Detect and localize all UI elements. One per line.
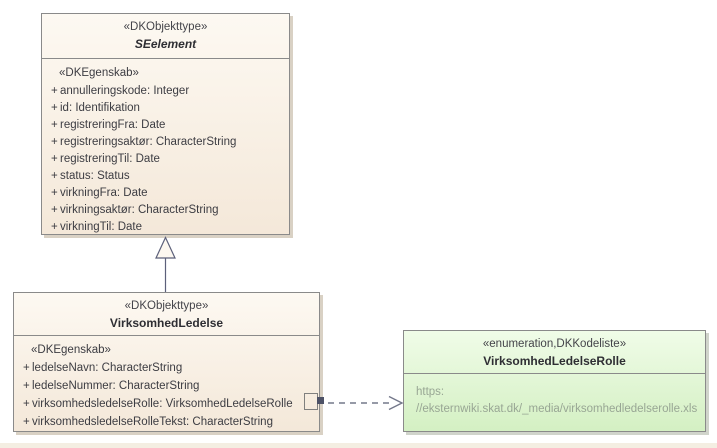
visibility-marker: + [51,136,58,148]
class-header: «enumeration,DKKodeliste» VirksomhedLede… [404,331,705,374]
visibility-marker: + [51,119,58,131]
visibility-marker: + [23,398,30,410]
attribute-row: +virkningFra: Date [42,185,289,202]
enumeration-virksomhedledelserolle[interactable]: «enumeration,DKKodeliste» VirksomhedLede… [403,330,706,432]
class-name: SEelement [134,37,197,51]
attribute-text: registreringFra: Date [60,119,166,131]
visibility-marker: + [51,85,58,97]
attribute-list: +ledelseNavn: CharacterString+ledelseNum… [14,359,319,431]
attribute-text: virksomhedsledelseRolle: VirksomhedLedel… [32,398,293,410]
generalization-connector[interactable] [155,236,176,293]
attribute-row: +registreringFra: Date [42,117,289,134]
visibility-marker: + [23,416,30,428]
attribute-row: +virksomhedsledelseRolle: VirksomhedLede… [14,395,319,413]
section-label: «DKEgenskab» [31,344,111,356]
visibility-marker: + [51,153,58,165]
class-seelement[interactable]: «DKObjekttype» SEelement «DKEgenskab» +a… [41,13,290,235]
attribute-row: +ledelseNummer: CharacterString [14,377,319,395]
class-stereotype: «DKObjekttype» [123,21,208,33]
visibility-marker: + [51,187,58,199]
codelist-link-line1: https: [416,386,445,398]
attribute-text: ledelseNavn: CharacterString [32,362,183,374]
attribute-text: registreringTil: Date [60,153,160,165]
visibility-marker: + [23,380,30,392]
attribute-row: +virksomhedsledelseRolleTekst: Character… [14,413,319,431]
attribute-row: +annulleringskode: Integer [42,83,289,100]
dependency-open-arrow-icon [388,395,404,411]
attribute-row: +registreringTil: Date [42,151,289,168]
class-virksomhedledelse[interactable]: «DKObjekttype» VirksomhedLedelse «DKEgen… [13,292,320,432]
class-header: «DKObjekttype» SEelement [42,14,289,59]
generalization-triangle-icon [155,236,176,259]
visibility-marker: + [51,221,58,233]
attribute-row: +status: Status [42,168,289,185]
dependency-connector[interactable] [328,395,404,411]
attribute-text: id: Identifikation [60,102,140,114]
diagram-edge-strip [0,443,717,448]
visibility-marker: + [51,102,58,114]
enumeration-body: https: //eksternwiki.skat.dk/_media/virk… [404,374,705,418]
attribute-text: virkningsaktør: CharacterString [60,204,219,216]
class-header: «DKObjekttype» VirksomhedLedelse [14,293,319,336]
attribute-text: registreringsaktør: CharacterString [60,136,237,148]
visibility-marker: + [51,170,58,182]
attribute-row: +registreringsaktør: CharacterString [42,134,289,151]
class-name: VirksomhedLedelse [109,316,224,330]
codelist-link-line2: //eksternwiki.skat.dk/_media/virksomhedl… [416,403,698,415]
attribute-row: +id: Identifikation [42,100,289,117]
visibility-marker: + [23,362,30,374]
attribute-text: virkningTil: Date [60,221,143,233]
attribute-list: +annulleringskode: Integer+id: Identifik… [42,83,289,236]
class-name: VirksomhedLedelseRolle [483,354,626,368]
class-stereotype: «DKObjekttype» [124,300,209,312]
attribute-text: annulleringskode: Integer [60,85,190,97]
class-stereotype: «enumeration,DKKodeliste» [482,338,627,350]
attribute-row: +ledelseNavn: CharacterString [14,359,319,377]
attribute-text: status: Status [60,170,130,182]
section-label: «DKEgenskab» [59,67,139,79]
class-attributes-compartment: «DKEgenskab» +annulleringskode: Integer+… [42,59,289,236]
attribute-row: +virkningTil: Date [42,219,289,236]
attribute-row: +virkningsaktør: CharacterString [42,202,289,219]
attribute-text: virksomhedsledelseRolleTekst: CharacterS… [32,416,273,428]
visibility-marker: + [51,204,58,216]
attribute-text: virkningFra: Date [60,187,148,199]
attribute-text: ledelseNummer: CharacterString [32,380,200,392]
class-attributes-compartment: «DKEgenskab» +ledelseNavn: CharacterStri… [14,336,319,431]
